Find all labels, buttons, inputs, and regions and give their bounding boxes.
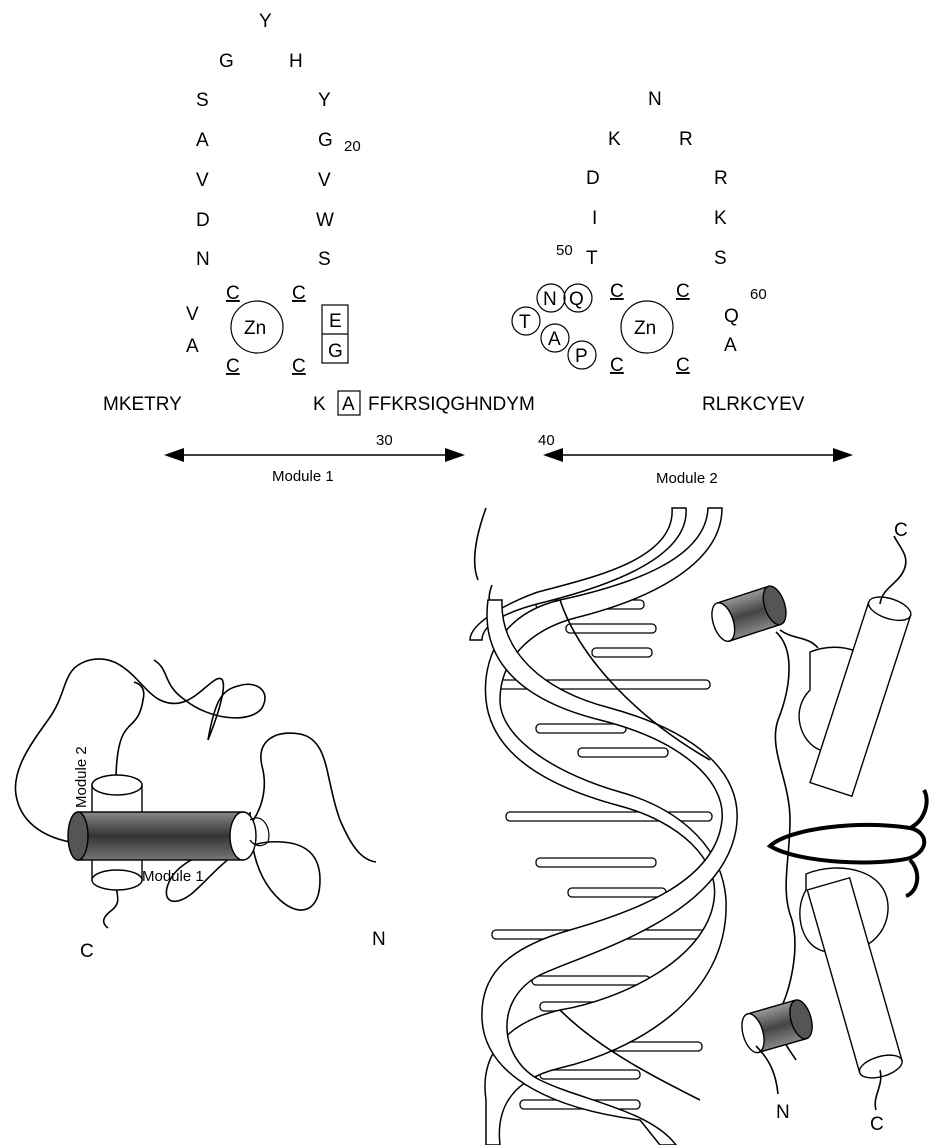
residue: I xyxy=(592,208,597,229)
residue: D xyxy=(196,210,210,231)
c-terminus-label: C xyxy=(80,941,94,962)
residue: R xyxy=(714,168,728,189)
sequence-a: A xyxy=(342,394,355,415)
n-terminus-label: N xyxy=(776,1102,790,1123)
cysteine: C xyxy=(676,355,690,376)
protein-fold-diagram: Module 2 Module 1 C N xyxy=(15,659,385,962)
residue: V xyxy=(318,170,331,191)
residue: G xyxy=(318,130,333,151)
residue: S xyxy=(714,248,727,269)
n-terminus-label: N xyxy=(372,929,386,950)
cysteine: C xyxy=(292,283,306,304)
cysteine: C xyxy=(610,281,624,302)
cysteine: C xyxy=(676,281,690,302)
residue-number: 30 xyxy=(376,432,393,449)
residue: A xyxy=(196,130,209,151)
residue: N xyxy=(196,249,210,270)
residue: T xyxy=(586,248,598,269)
module2-diagram: N K R D I 50 T R K S N Q T A P C C C C Z… xyxy=(512,89,767,376)
module-arrows: Module 1 Module 2 xyxy=(164,448,853,487)
residue: H xyxy=(289,51,303,72)
circled-residue: Q xyxy=(569,289,584,310)
residue: D xyxy=(586,168,600,189)
residue: N xyxy=(648,89,662,110)
residue-number: 50 xyxy=(556,242,573,259)
c-terminus-bottom-label: C xyxy=(870,1114,884,1135)
zinc-label: Zn xyxy=(634,318,656,339)
circled-residue: T xyxy=(519,312,531,333)
sequence-middle: FFKRSIQGHNDYM xyxy=(368,394,535,415)
residue: E xyxy=(329,311,342,332)
module2-fold-label: Module 2 xyxy=(73,746,90,808)
residue: W xyxy=(316,210,334,231)
residue-number: 40 xyxy=(538,432,555,449)
module1-arrow-label: Module 1 xyxy=(272,468,334,485)
sequence-end: RLRKCYEV xyxy=(702,394,805,415)
residue: Y xyxy=(259,11,272,32)
module2-arrow-label: Module 2 xyxy=(656,470,718,487)
residue: R xyxy=(679,129,693,150)
circled-residue: N xyxy=(543,289,557,310)
residue-number: 20 xyxy=(344,138,361,155)
residue: S xyxy=(318,249,331,270)
residue: G xyxy=(219,51,234,72)
residue: G xyxy=(328,341,343,362)
sequence-start: MKETRY xyxy=(103,394,182,415)
zinc-label: Zn xyxy=(244,318,266,339)
residue: K xyxy=(714,208,727,229)
residue: V xyxy=(196,170,209,191)
circled-residue: A xyxy=(548,329,561,350)
module1-fold-label: Module 1 xyxy=(142,868,204,885)
c-terminus-top-label: C xyxy=(894,520,908,541)
cysteine: C xyxy=(226,356,240,377)
residue: A xyxy=(724,335,737,356)
cysteine: C xyxy=(610,355,624,376)
residue: K xyxy=(608,129,621,150)
cysteine: C xyxy=(292,356,306,377)
circled-residue: P xyxy=(575,346,588,367)
residue: A xyxy=(186,336,199,357)
residue: S xyxy=(196,90,209,111)
residue-number: 60 xyxy=(750,286,767,303)
module1-diagram: Y G H S A V D N Y G 20 V W S V A C C C C… xyxy=(186,11,361,377)
dna-complex-diagram: C N C xyxy=(470,508,927,1145)
sequence-k: K xyxy=(313,394,326,415)
cysteine: C xyxy=(226,283,240,304)
residue: V xyxy=(186,304,199,325)
sequence-line: MKETRY K A FFKRSIQGHNDYM RLRKCYEV 30 40 xyxy=(103,391,805,449)
residue: Q xyxy=(724,306,739,327)
residue: Y xyxy=(318,90,331,111)
